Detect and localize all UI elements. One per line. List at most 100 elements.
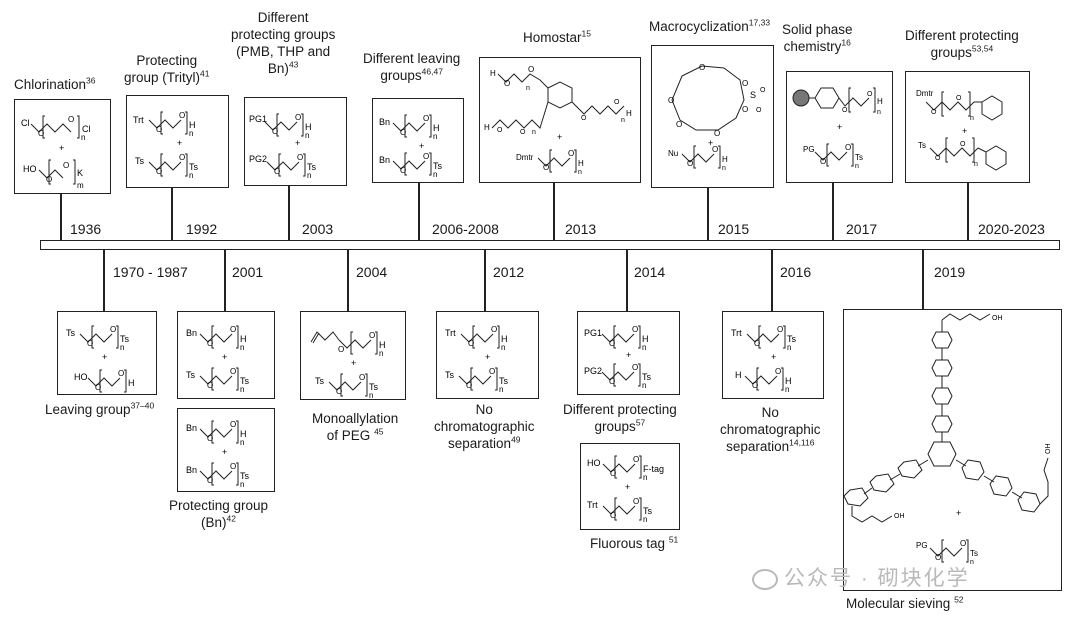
svg-text:Trt: Trt — [133, 115, 144, 125]
svg-text:+: + — [962, 126, 967, 136]
year-1992: 1992 — [186, 221, 218, 237]
svg-text:+: + — [956, 508, 961, 518]
timeline-bar — [40, 240, 1060, 250]
svg-text:H: H — [240, 334, 247, 344]
svg-text:O: O — [842, 107, 848, 114]
year-2006-2008: 2006-2008 — [432, 221, 499, 237]
svg-text:O: O — [609, 377, 615, 386]
svg-text:Ts: Ts — [445, 370, 455, 380]
svg-text:n: n — [81, 133, 85, 142]
svg-text:O: O — [207, 434, 213, 443]
molecule-box-2019: OH OH OH + PG O O Ts — [843, 309, 1062, 591]
svg-text:n: n — [970, 115, 974, 122]
svg-text:O: O — [714, 129, 720, 138]
year-2016: 2016 — [780, 264, 812, 280]
event-title-1970-1987: Leaving group37–40 — [45, 400, 155, 417]
svg-text:+: + — [177, 138, 182, 148]
svg-text:O: O — [935, 553, 941, 562]
molecule-box-1936: Cl O O n Cl + HO O O K m — [14, 99, 111, 194]
svg-text:n: n — [643, 515, 647, 524]
svg-text:n: n — [970, 559, 974, 566]
svg-text:O: O — [156, 167, 162, 176]
connector-1992 — [171, 188, 173, 241]
svg-text:O: O — [633, 455, 639, 464]
svg-text:PG2: PG2 — [584, 366, 602, 376]
svg-text:O: O — [610, 469, 616, 478]
svg-text:Bn: Bn — [379, 155, 390, 165]
svg-text:Ts: Ts — [240, 376, 250, 386]
svg-text:O: O — [400, 128, 406, 137]
year-2003: 2003 — [302, 221, 334, 237]
event-title-2015: Macrocyclization17,33 — [649, 17, 771, 34]
svg-text:O: O — [960, 539, 966, 548]
svg-text:O: O — [504, 79, 510, 88]
event-title-2019: Molecular sieving 52 — [846, 594, 964, 611]
svg-text:O: O — [207, 339, 213, 348]
svg-text:n: n — [526, 85, 530, 92]
svg-text:O: O — [489, 367, 495, 376]
svg-text:S: S — [750, 90, 756, 100]
year-2012: 2012 — [493, 264, 525, 280]
event-title-2013: Homostar15 — [523, 28, 591, 45]
svg-text:O: O — [528, 65, 534, 74]
svg-text:O: O — [95, 383, 101, 392]
svg-text:O: O — [230, 367, 236, 376]
svg-text:n: n — [722, 165, 726, 172]
connector-1936 — [60, 194, 62, 241]
year-2015: 2015 — [718, 221, 750, 237]
svg-text:Ts: Ts — [307, 162, 317, 172]
svg-text:H: H — [785, 376, 792, 386]
event-title-2012: No chromatographic separation49 — [434, 402, 535, 451]
svg-text:O: O — [712, 145, 718, 154]
svg-text:n: n — [578, 169, 582, 176]
svg-text:+: + — [222, 352, 227, 362]
svg-text:O: O — [614, 99, 620, 106]
svg-text:O: O — [632, 325, 638, 334]
svg-text:O: O — [610, 511, 616, 520]
svg-text:O: O — [87, 339, 93, 348]
svg-text:H: H — [735, 370, 742, 380]
svg-text:+: + — [557, 132, 562, 142]
svg-text:n: n — [379, 349, 383, 358]
svg-text:O: O — [179, 111, 185, 120]
year-2014: 2014 — [634, 264, 666, 280]
connector-2016 — [771, 249, 773, 311]
svg-text:HO: HO — [74, 372, 88, 382]
svg-text:n: n — [785, 385, 789, 394]
svg-text:+: + — [708, 138, 713, 148]
svg-text:n: n — [877, 109, 881, 116]
svg-text:n: n — [433, 132, 437, 141]
molecule-box-2006-2008: Bn O O H n + Bn O O Ts n — [372, 98, 464, 183]
svg-text:H: H — [305, 122, 312, 132]
svg-text:O: O — [742, 79, 748, 88]
svg-text:n: n — [642, 381, 646, 390]
svg-text:Ts: Ts — [787, 334, 797, 344]
svg-text:n: n — [433, 170, 437, 179]
svg-text:n: n — [369, 391, 373, 398]
svg-text:O: O — [468, 339, 474, 348]
svg-text:n: n — [974, 161, 978, 168]
svg-text:O: O — [699, 63, 705, 72]
molecule-box-2001a: Bn O O H n + Ts O O Ts n — [177, 311, 275, 399]
svg-text:n: n — [189, 129, 193, 138]
svg-text:Ts: Ts — [433, 161, 443, 171]
svg-text:Ts: Ts — [369, 382, 379, 392]
svg-text:Ts: Ts — [240, 471, 250, 481]
svg-text:+: + — [295, 138, 300, 148]
connector-2019 — [922, 249, 924, 309]
svg-text:+: + — [222, 447, 227, 457]
svg-text:H: H — [189, 120, 196, 130]
svg-text:Trt: Trt — [445, 328, 456, 338]
svg-text:O: O — [118, 369, 124, 378]
molecule-box-2012: Trt O O H n + Ts O O Ts n — [436, 311, 539, 399]
svg-text:Ts: Ts — [135, 156, 145, 166]
svg-text:PG1: PG1 — [584, 328, 602, 338]
svg-text:H: H — [501, 334, 508, 344]
connector-2001 — [224, 249, 226, 311]
event-title-1992: Protecting group (Trityl)41 — [124, 53, 210, 85]
svg-text:H: H — [877, 97, 883, 106]
svg-text:Ts: Ts — [918, 141, 926, 150]
svg-text:O: O — [754, 339, 760, 348]
connector-2004 — [347, 249, 349, 311]
svg-text:O: O — [423, 152, 429, 161]
